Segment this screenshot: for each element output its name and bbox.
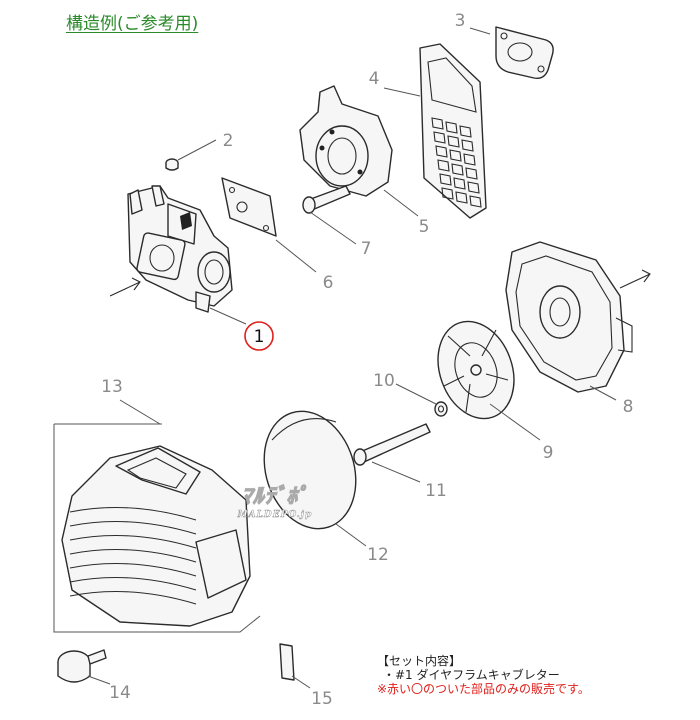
plate-grid-cell <box>437 159 450 172</box>
part-number: 3 <box>455 11 466 31</box>
note-item: ・#1 ダイヤフラムキャブレター <box>383 668 560 682</box>
plate-grid-cell <box>439 173 452 186</box>
part-2-nut <box>165 158 179 171</box>
part-12-filter <box>263 410 357 530</box>
part-4-plate <box>419 43 487 219</box>
part-7-bolt <box>302 185 351 214</box>
part-13-cylinder <box>53 423 261 633</box>
part-number: 2 <box>223 131 234 151</box>
part-5-intake <box>299 85 393 197</box>
leader-lines <box>87 27 617 689</box>
part-15-plate <box>279 643 295 681</box>
part-number: 10 <box>373 371 395 391</box>
part-number: 4 <box>369 69 380 89</box>
highlight-circle <box>244 321 274 351</box>
plate-grid-cell <box>447 135 460 148</box>
part-number: 6 <box>323 273 334 293</box>
part-number: 7 <box>361 239 372 259</box>
watermark-logo: ﾏﾙﾃﾞﾎﾟ MALDEPO.jp <box>210 480 340 521</box>
part-number: 8 <box>623 397 634 417</box>
note-warning: ※赤い〇のついた部品のみの販売です。 <box>377 682 590 696</box>
part-number: 5 <box>419 217 430 237</box>
note-heading: 【セット内容】 <box>377 654 462 668</box>
cooling-fin <box>69 521 197 535</box>
part-3-gasket <box>495 26 554 80</box>
plate-grid-cell <box>455 191 468 204</box>
cooling-fin <box>69 563 197 577</box>
cooling-fin <box>69 535 197 549</box>
part-8-cover <box>505 241 633 393</box>
watermark-top: ﾏﾙﾃﾞﾎﾟ <box>241 484 309 509</box>
plate-grid-cell <box>431 117 444 130</box>
part-number: 1 <box>254 327 265 347</box>
part-6-gasket <box>221 177 277 237</box>
plate-grid-cell <box>435 145 448 158</box>
part-1-carburetor <box>127 185 233 313</box>
part-10-washer <box>434 401 448 417</box>
plate-grid-cell <box>469 195 482 208</box>
plate-grid-cell <box>465 167 478 180</box>
part-number: 15 <box>311 689 333 709</box>
plate-grid-cell <box>463 153 476 166</box>
part-11-bolt <box>353 423 431 466</box>
part-9-fan <box>437 320 515 420</box>
plate-grid-cell <box>433 131 446 144</box>
cooling-fin <box>69 507 197 521</box>
motion-arrows <box>109 269 651 297</box>
plate-grid-cell <box>461 139 474 152</box>
plate-grid-cell <box>451 163 464 176</box>
cooling-fin <box>69 577 197 591</box>
plate-grid-cell <box>441 187 454 200</box>
page-title: 構造例(ご参考用) <box>66 14 199 34</box>
set-contents-note: 【セット内容】 ・#1 ダイヤフラムキャブレター ※赤い〇のついた部品のみの販売… <box>377 654 590 696</box>
plate-grid-cell <box>467 181 480 194</box>
plate-grid-cell <box>453 177 466 190</box>
part-14-knob <box>57 649 107 683</box>
part-numbers: 1 2 3 4 5 6 7 8 9 10 11 12 13 14 15 <box>101 11 633 709</box>
part-number: 13 <box>101 377 123 397</box>
part-number: 9 <box>543 443 554 463</box>
cooling-fin <box>69 549 197 563</box>
watermark-bottom: MALDEPO.jp <box>237 510 313 521</box>
part-number: 12 <box>367 545 389 565</box>
cooling-fin <box>69 591 197 605</box>
plate-grid-cell <box>449 149 462 162</box>
plate-grid-cell <box>445 121 458 134</box>
plate-grid-cell <box>459 125 472 138</box>
part-number: 14 <box>109 683 131 703</box>
part-number: 11 <box>425 481 447 501</box>
